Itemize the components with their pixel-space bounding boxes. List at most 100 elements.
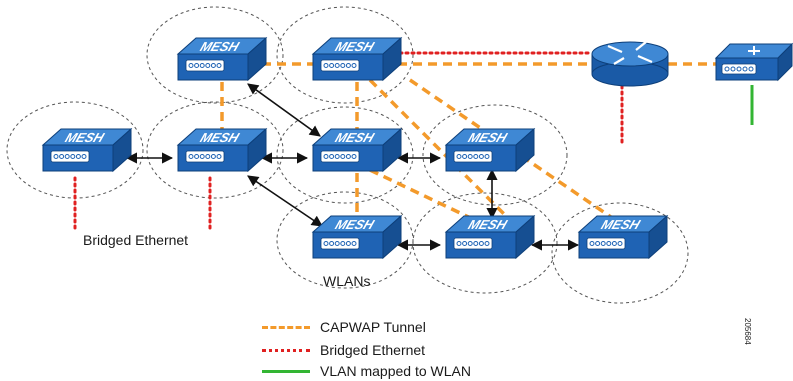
mesh-access-point-icon: MESH [176, 127, 268, 173]
mesh-ap-port [484, 154, 490, 159]
mesh-ap-port [345, 63, 351, 68]
legend-bridged-label: Bridged Ethernet [320, 342, 426, 358]
controller-ports [721, 63, 757, 75]
mesh-ap-port [329, 154, 335, 159]
mesh-ap-port [81, 154, 87, 159]
mesh-ap-label: MESH [198, 130, 241, 145]
mesh-ap-ports [320, 59, 360, 72]
mesh-ap-port [334, 63, 340, 68]
router-top [591, 41, 669, 67]
mesh-ap-port [456, 241, 462, 246]
mesh-ap-port [194, 154, 200, 159]
mesh-ap-port [462, 154, 468, 159]
mesh-ap-port [478, 241, 484, 246]
mesh-ap-port [473, 154, 479, 159]
mesh-ap-port [351, 154, 357, 159]
mesh-ap-ports [453, 237, 493, 250]
mesh-ap-port [589, 241, 595, 246]
controller-icon [714, 42, 793, 82]
mesh-ap-port [595, 241, 601, 246]
coverage-area [146, 6, 284, 104]
mesh-ap-side [247, 127, 267, 173]
mesh-ap-side [112, 127, 132, 173]
mesh-ap-port [70, 154, 76, 159]
router-icon [591, 41, 669, 87]
mesh-ap-ports [50, 150, 90, 163]
mesh-ap-port [53, 154, 59, 159]
mesh-ap-ports [185, 59, 225, 72]
mesh-ap-port [340, 63, 346, 68]
mesh-ap-ports [185, 150, 225, 163]
router-arrow [607, 44, 623, 54]
mesh-ap-port [59, 154, 65, 159]
coverage-area [551, 202, 689, 304]
mesh-ap-ports [586, 237, 626, 250]
mesh-ap-port [216, 63, 222, 68]
mesh-ap-port [323, 154, 329, 159]
mesh-ap-port [340, 241, 346, 246]
mesh-ap-port [484, 241, 490, 246]
mesh-ap-port [606, 241, 612, 246]
legend-capwap: CAPWAP Tunnel [262, 318, 426, 336]
wlans-label: WLANs [323, 273, 371, 289]
vlan-swatch [262, 369, 310, 373]
mesh-ap-label: MESH [466, 130, 509, 145]
mesh-access-point-icon: MESH [444, 127, 536, 173]
mesh-ap-label: MESH [466, 217, 509, 232]
mesh-ap-port [334, 241, 340, 246]
controller-port [724, 66, 730, 72]
capwap-swatch [262, 325, 310, 329]
coverage-area [276, 6, 414, 104]
mesh-ap-ports [320, 237, 360, 250]
mesh-ap-port [64, 154, 70, 159]
mesh-ap-side [247, 36, 267, 82]
mesh-link-arrow [247, 83, 321, 137]
mesh-ap-port [467, 241, 473, 246]
mesh-ap-ports [320, 150, 360, 163]
mesh-ap-port [210, 154, 216, 159]
capwap-tunnel [368, 78, 522, 232]
mesh-ap-port [323, 241, 329, 246]
mesh-ap-port [617, 241, 623, 246]
router-arrow [635, 41, 647, 51]
mesh-access-point-icon: MESH [444, 214, 536, 260]
mesh-ap-side [382, 127, 402, 173]
mesh-ap-ports [453, 150, 493, 163]
mesh-ap-port [205, 63, 211, 68]
mesh-ap-label: MESH [599, 217, 642, 232]
mesh-ap-side [648, 214, 668, 260]
mesh-access-point-icon: MESH [311, 36, 403, 82]
mesh-ap-port [329, 241, 335, 246]
coverage-area [146, 101, 284, 199]
mesh-ap-port [216, 154, 222, 159]
controller-side [777, 42, 793, 82]
mesh-ap-port [199, 63, 205, 68]
mesh-ap-port [351, 63, 357, 68]
mesh-ap-port [210, 63, 216, 68]
mesh-ap-port [205, 154, 211, 159]
controller-port [736, 66, 742, 72]
mesh-ap-port [351, 241, 357, 246]
mesh-ap-label: MESH [63, 130, 106, 145]
mesh-access-point-icon: MESH [577, 214, 669, 260]
mesh-ap-side [382, 214, 402, 260]
mesh-ap-port [611, 241, 617, 246]
mesh-ap-port [600, 241, 606, 246]
mesh-access-point-icon: MESH [41, 127, 133, 173]
mesh-ap-label: MESH [333, 130, 376, 145]
mesh-ap-port [478, 154, 484, 159]
mesh-link-arrow [247, 175, 323, 227]
mesh-ap-port [345, 154, 351, 159]
mesh-access-point-icon: MESH [311, 214, 403, 260]
bridged-ethernet-label: Bridged Ethernet [83, 232, 189, 248]
mesh-ap-port [334, 154, 340, 159]
mesh-ap-port [467, 154, 473, 159]
mesh-ap-side [515, 127, 535, 173]
mesh-ap-port [323, 63, 329, 68]
mesh-ap-port [456, 154, 462, 159]
mesh-ap-port [188, 154, 194, 159]
figure-id: 205684 [743, 318, 752, 345]
mesh-ap-port [345, 241, 351, 246]
